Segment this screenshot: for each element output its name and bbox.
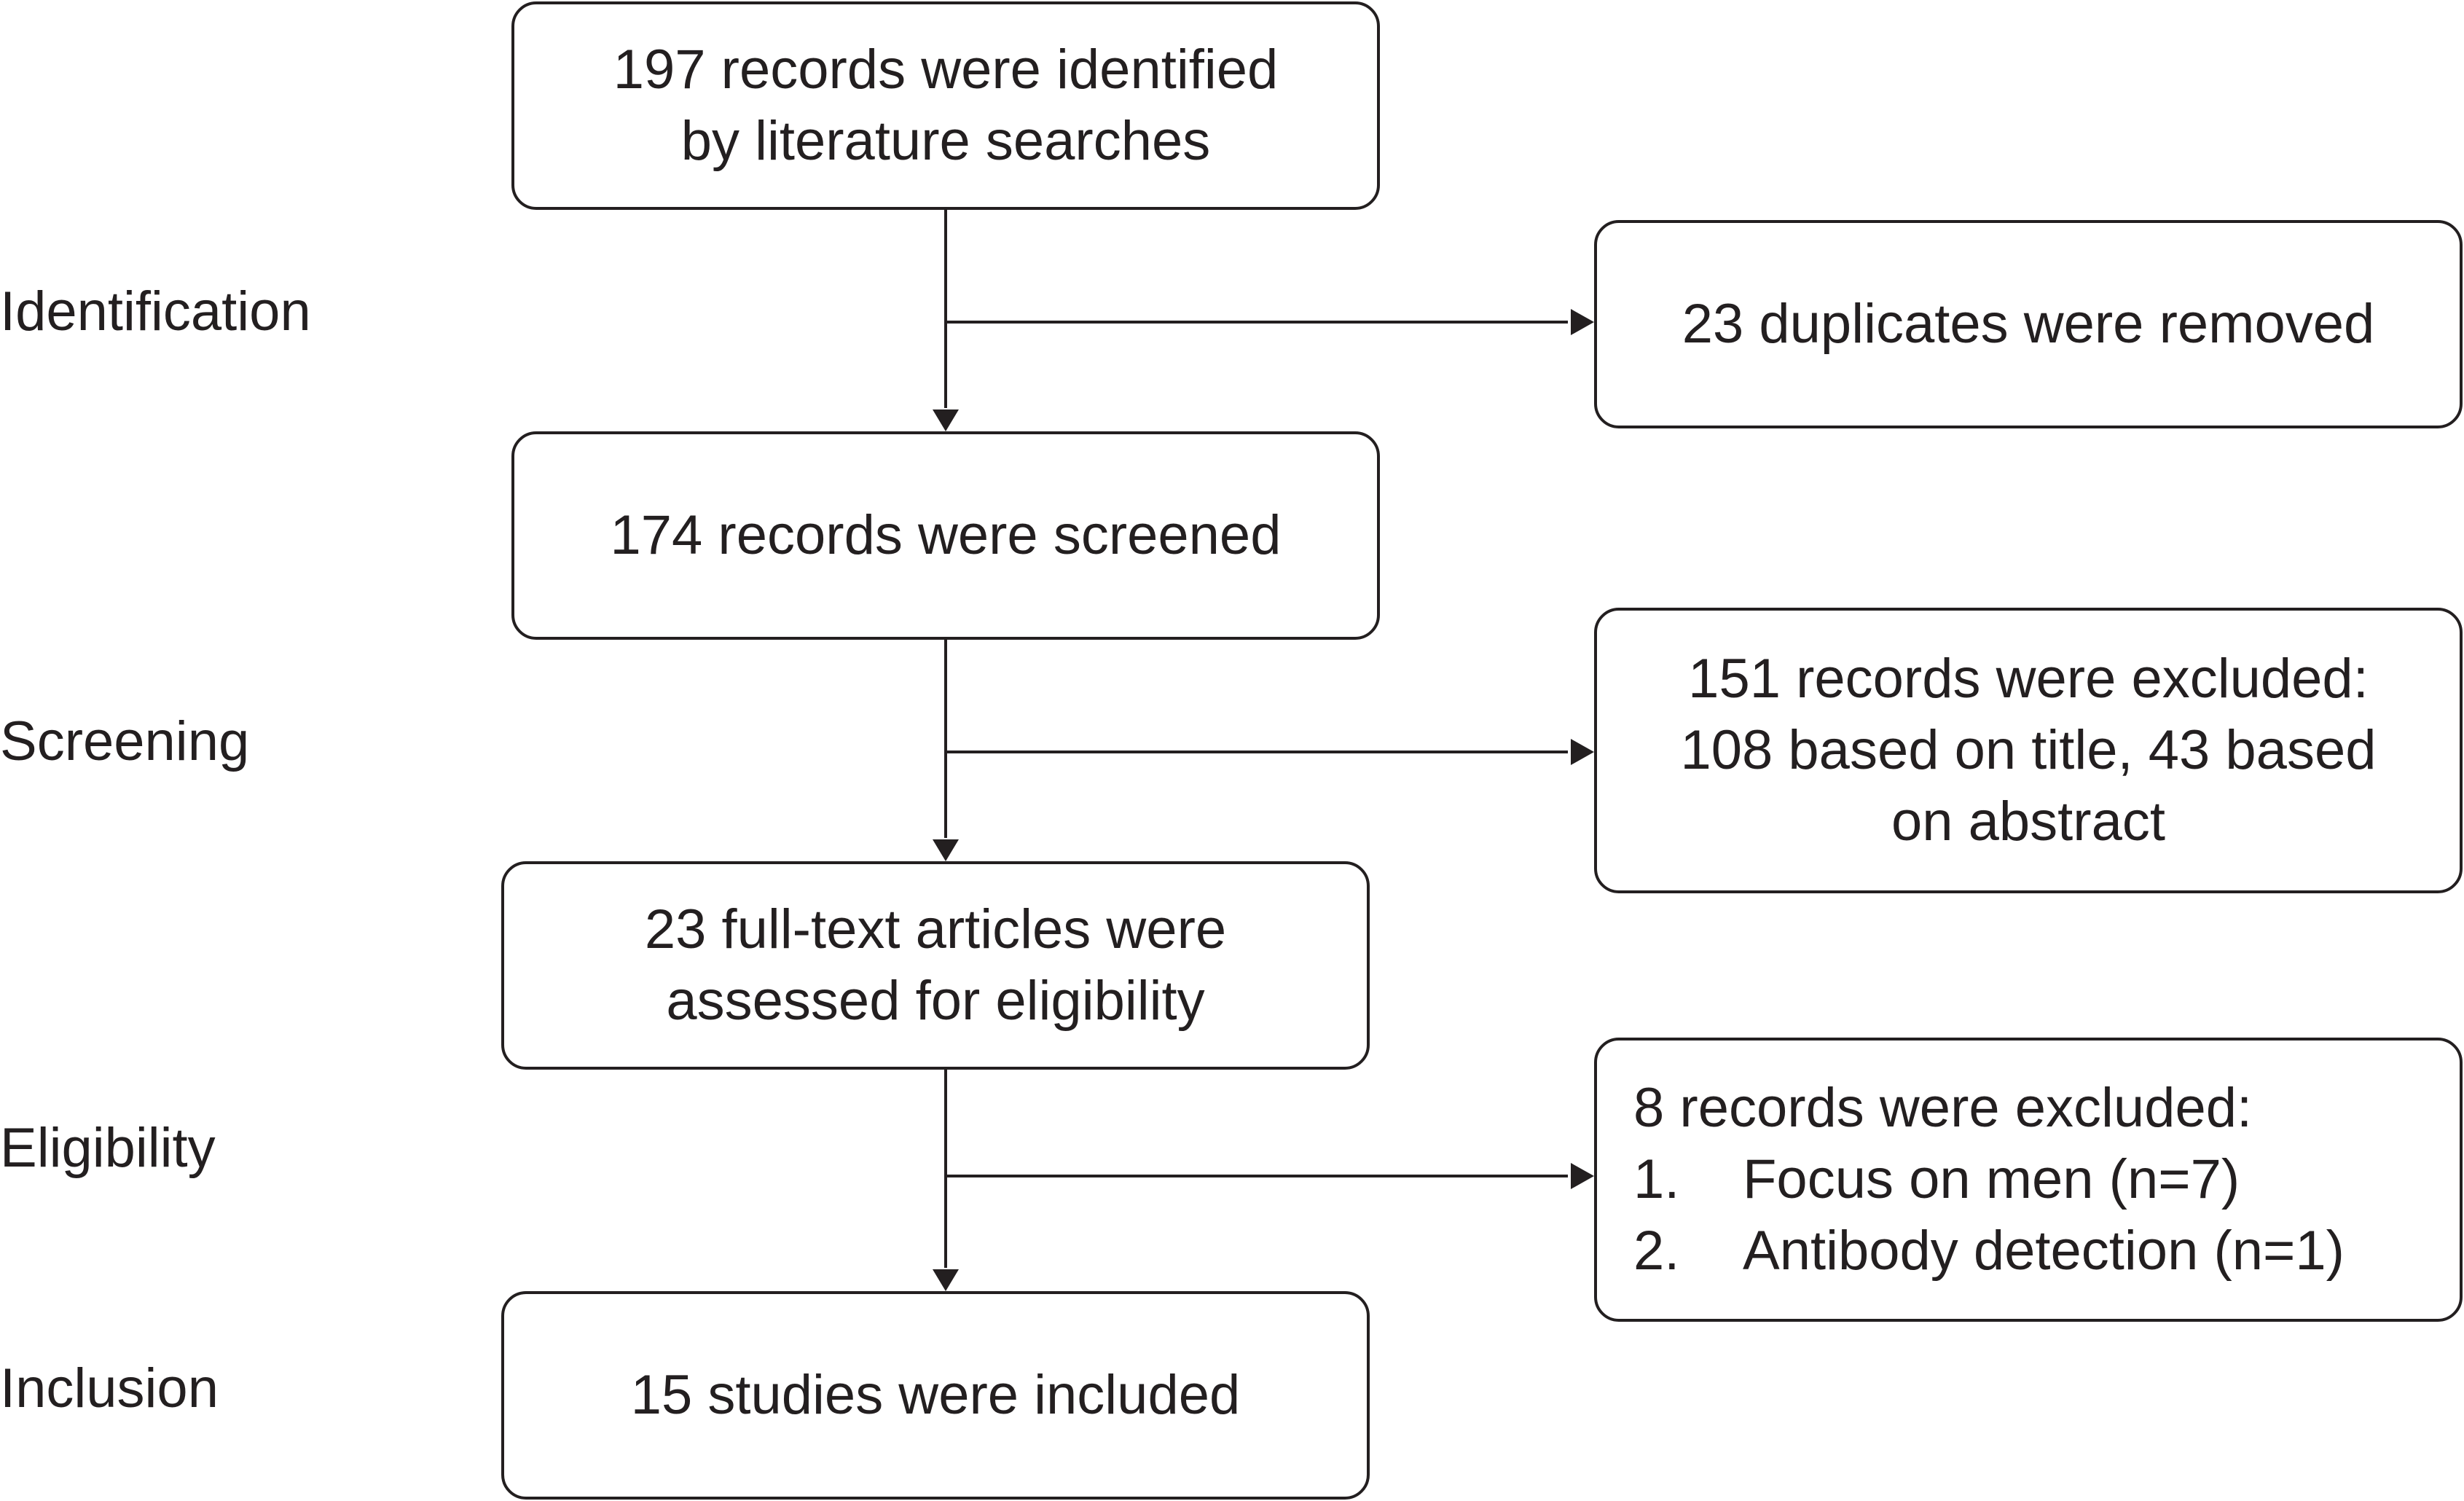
box-records-identified: 197 records were identified by literatur… <box>511 1 1380 210</box>
stage-label-screening: Screening <box>0 710 250 772</box>
arrowhead-down-2 <box>933 839 959 861</box>
arrowhead-right-3 <box>1571 1163 1594 1189</box>
box-heading: 8 records were excluded: <box>1633 1077 2253 1139</box>
arrowhead-down-3 <box>933 1269 959 1291</box>
box-text-line: assessed for eligibility <box>666 970 1205 1032</box>
box-studies-included: 15 studies were included <box>501 1291 1370 1500</box>
box-records-screened: 174 records were screened <box>511 431 1380 640</box>
stage-label-eligibility: Eligibility <box>0 1117 216 1179</box>
box-excluded-eligibility: 8 records were excluded: 1. Focus on men… <box>1594 1038 2463 1322</box>
list-item-number: 2. <box>1633 1220 1680 1282</box>
box-text-line: by literature searches <box>680 110 1211 172</box>
box-text-line: 197 records were identified <box>613 39 1279 101</box>
box-text-line: 108 based on title, 43 based <box>1680 719 2377 781</box>
arrowhead-right-1 <box>1571 309 1594 335</box>
box-full-text-assessed: 23 full-text articles were assessed for … <box>501 861 1370 1070</box>
box-excluded-screening: 151 records were excluded: 108 based on … <box>1594 608 2463 893</box>
box-text-line: 23 duplicates were removed <box>1682 293 2375 355</box>
stage-label-identification: Identification <box>0 281 311 342</box>
box-text-line: 15 studies were included <box>630 1364 1241 1426</box>
stage-label-inclusion: Inclusion <box>0 1357 219 1419</box>
box-duplicates-removed: 23 duplicates were removed <box>1594 220 2463 428</box>
list-item-text: Antibody detection (n=1) <box>1743 1220 2345 1282</box>
list-item-number: 1. <box>1633 1148 1680 1210</box>
arrowhead-down-1 <box>933 409 959 431</box>
list-item-text: Focus on men (n=7) <box>1743 1148 2240 1210</box>
arrowhead-right-2 <box>1571 739 1594 765</box>
box-text-line: 151 records were excluded: <box>1688 648 2369 710</box>
list-item: 2. Antibody detection (n=1) <box>1633 1215 2345 1287</box>
box-text-line: 174 records were screened <box>610 504 1282 566</box>
box-text-line: 23 full-text articles were <box>644 898 1227 960</box>
box-text-line: on abstract <box>1891 791 2165 853</box>
list-item: 1. Focus on men (n=7) <box>1633 1144 2240 1215</box>
